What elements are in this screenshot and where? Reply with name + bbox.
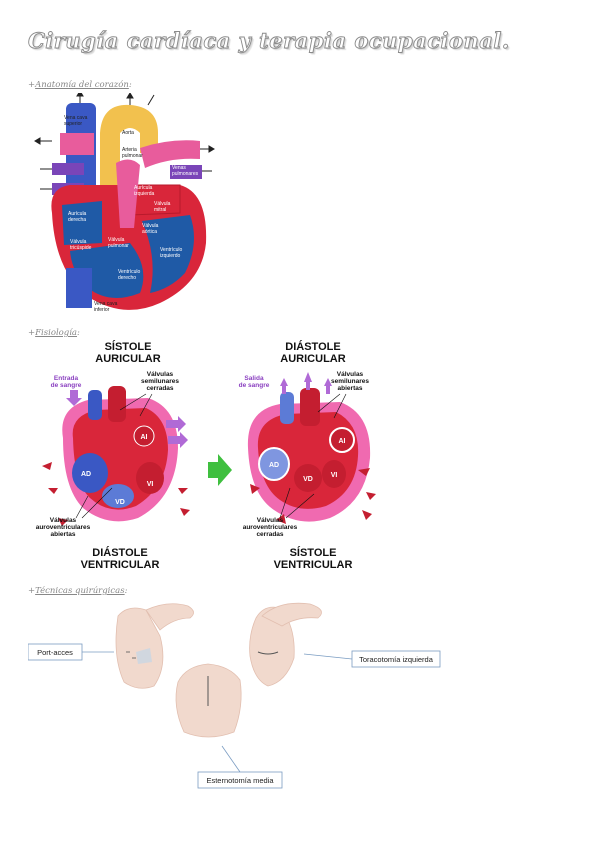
left-red-arrows <box>42 462 190 526</box>
left-heart-aorta <box>108 386 126 422</box>
label-toracotomia: Toracotomía izquierda <box>359 655 434 664</box>
left-chamber-ad <box>72 453 108 493</box>
label-toracotomia-box: Toracotomía izquierda <box>351 650 441 668</box>
section-prefix: + <box>28 328 36 338</box>
right-heart: AD VD AI VI <box>247 388 371 522</box>
label-aorta: Aorta <box>122 130 134 136</box>
label-esternotomia-box: Esternotomía media <box>197 771 283 789</box>
port-incisions <box>126 651 136 659</box>
surgical-techniques-figure: Port-acces Toracotomía izquierda Esterno… <box>28 602 441 789</box>
flow-arrows <box>34 93 215 190</box>
torso-port-access <box>115 603 194 689</box>
label-vd-right: VD <box>303 476 313 483</box>
label-vd-left: VD <box>115 499 125 506</box>
right-chamber-ai <box>329 427 355 453</box>
right-purple-arrows <box>280 372 332 394</box>
pulmonary-artery-right-vessel <box>140 140 200 168</box>
pulmonary-veins-right <box>170 165 202 179</box>
section-label-tecnicas: +Técnicas quirúrgicas: <box>28 586 127 596</box>
right-heart-aorta <box>300 388 320 426</box>
section-title: Anatomía del corazón <box>35 80 129 90</box>
label-ad-left: AD <box>81 471 91 478</box>
esternotomia-pointer <box>221 745 241 773</box>
vena-cava-inferior-vessel <box>66 268 92 308</box>
section-suffix: : <box>128 80 132 90</box>
left-ventricle <box>142 215 194 293</box>
page-title: Cirugía cardíaca y terapia ocupacional. <box>28 28 510 54</box>
torso-port-access-body <box>115 607 164 689</box>
label-ai-left: AI <box>141 434 148 441</box>
left-heart: AD VD AI VI <box>62 386 178 522</box>
section-label-fisiologia: +Fisiología: <box>28 328 80 338</box>
left-chamber-vi <box>136 462 164 494</box>
right-pointer-lines <box>279 393 347 519</box>
right-chamber-ad <box>258 447 290 481</box>
label-port-acces-box: Port-acces <box>28 643 83 661</box>
torso-thoracotomy <box>249 602 322 687</box>
label-ai-right: AI <box>339 438 346 445</box>
right-atrium <box>62 201 102 245</box>
label-vi-right: VI <box>331 472 338 479</box>
section-suffix: : <box>124 586 128 596</box>
right-heart-vena <box>280 392 294 424</box>
label-vi-left: VI <box>147 481 154 488</box>
label-port-acces: Port-acces <box>37 648 73 657</box>
section-suffix: : <box>77 328 80 338</box>
section-prefix: + <box>28 80 36 90</box>
section-label-anatomia: +Anatomía del corazón: <box>28 80 132 90</box>
left-chamber-ai <box>133 425 155 447</box>
port-dressing <box>136 648 152 664</box>
right-chamber-vd <box>294 464 322 492</box>
left-purple-arrows <box>66 390 188 448</box>
transition-arrow-icon <box>208 454 232 486</box>
left-pointer-lines <box>75 393 153 519</box>
pulmonary-veins-left <box>52 163 84 175</box>
torso-thoracotomy-arm <box>261 602 322 627</box>
torso-port-access-arm <box>145 603 194 631</box>
torso-sternotomy-body <box>175 663 242 738</box>
toracotomia-pointer <box>303 653 353 660</box>
torso-sternotomy <box>175 663 242 738</box>
left-heart-vena <box>88 390 102 420</box>
label-ad-right: AD <box>269 462 279 469</box>
pulmonary-trunk <box>116 159 140 228</box>
section-prefix: + <box>28 586 36 596</box>
label-esternotomia: Esternotomía media <box>206 776 274 785</box>
right-red-arrows <box>250 468 376 524</box>
section-title: Técnicas quirúrgicas <box>35 586 125 596</box>
thoracotomy-incision <box>257 651 279 655</box>
section-title: Fisiología <box>35 328 78 338</box>
right-chamber-vi <box>322 460 346 488</box>
pulmonary-artery-vessel <box>60 133 94 155</box>
